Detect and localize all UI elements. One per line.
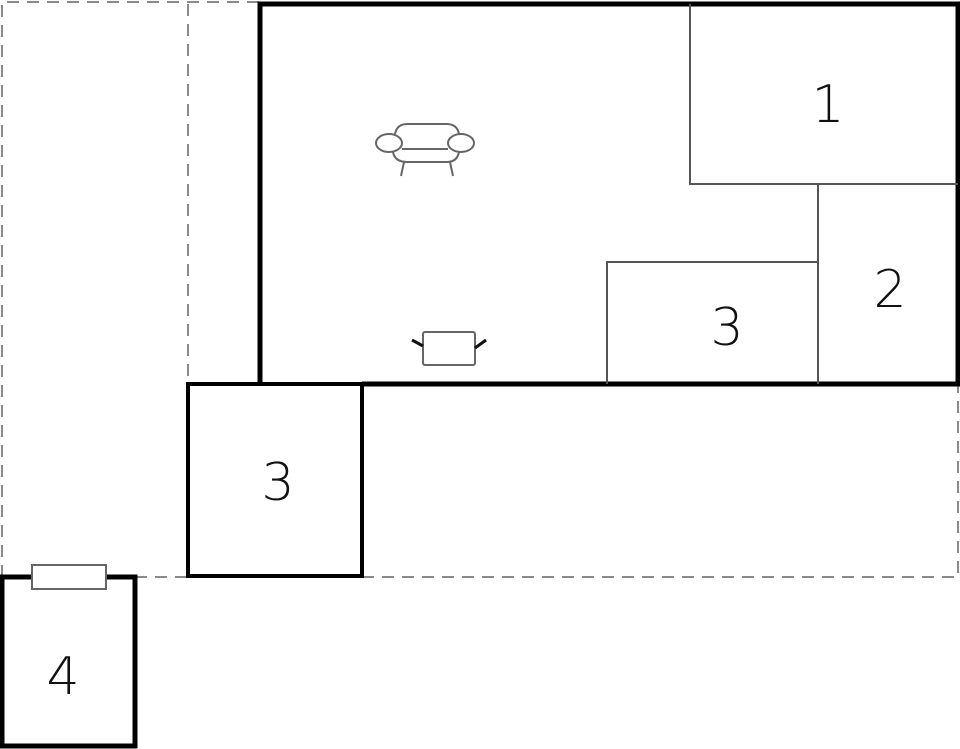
room-2-label: 2 [873, 260, 906, 320]
room-4-label: 4 [46, 647, 79, 707]
room-3-annex-label: 3 [261, 453, 294, 513]
sofa-icon [375, 123, 475, 177]
room-4-walls [0, 574, 138, 749]
inner-partitions [606, 4, 958, 384]
terrace-bottom-right-boundary [362, 386, 959, 578]
room-3-inner-partition [606, 261, 818, 384]
tv-unit-icon [411, 331, 487, 366]
room-3-annex-walls [186, 382, 364, 578]
terrace-left-boundary [1, 1, 260, 577]
room-1-label: 1 [811, 75, 844, 135]
room-1-partition [689, 4, 958, 185]
main-hall [257, 1, 960, 387]
main-hall-walls [257, 1, 960, 387]
room-3-inner-label: 3 [710, 298, 743, 358]
terrace-boundaries [1, 1, 959, 578]
window [31, 564, 107, 590]
